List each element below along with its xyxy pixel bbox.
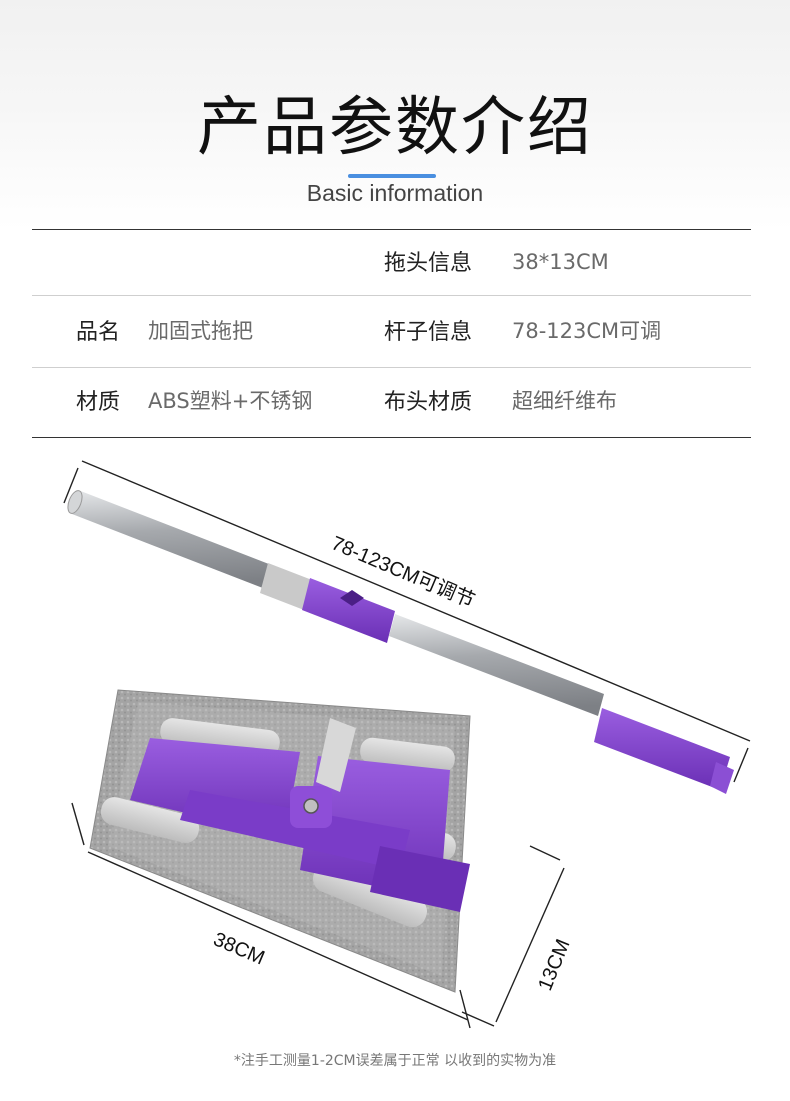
mop-pad: [89, 689, 471, 993]
header-background: [0, 0, 790, 230]
spec-label-mop-head: 拖头信息: [384, 251, 473, 276]
table-divider: [32, 295, 751, 296]
spec-label-pole: 杆子信息: [384, 320, 473, 345]
mop-product-illustration: 78-123CM可调节 38CM 13CM: [63, 460, 751, 1029]
spec-label-product-name: 品名: [76, 320, 121, 345]
table-bottom-divider: [32, 437, 751, 438]
page-title: 产品参数介绍: [197, 91, 593, 165]
spec-value-cloth: 超细纤维布: [512, 389, 617, 413]
pad-width-label: 38CM: [210, 928, 268, 969]
pad-depth-label: 13CM: [534, 936, 574, 994]
title-accent-bar: [348, 174, 436, 178]
mop-handle: [67, 490, 734, 794]
handle-dimension-line: [63, 460, 751, 783]
spec-value-pole: 78-123CM可调: [512, 319, 662, 343]
measurement-footnote: *注手工测量1-2CM误差属于正常 以收到的实物为准: [233, 1053, 557, 1069]
table-top-divider: [32, 229, 751, 230]
spec-label-cloth: 布头材质: [384, 390, 473, 415]
spec-value-material: ABS塑料+不锈钢: [148, 389, 313, 413]
spec-value-product-name: 加固式拖把: [148, 319, 253, 343]
spec-label-material: 材质: [76, 390, 121, 415]
spec-value-mop-head: 38*13CM: [512, 250, 609, 274]
page-subtitle: Basic information: [306, 180, 484, 206]
pad-dimension-lines: [71, 802, 565, 1029]
table-divider: [32, 367, 751, 368]
